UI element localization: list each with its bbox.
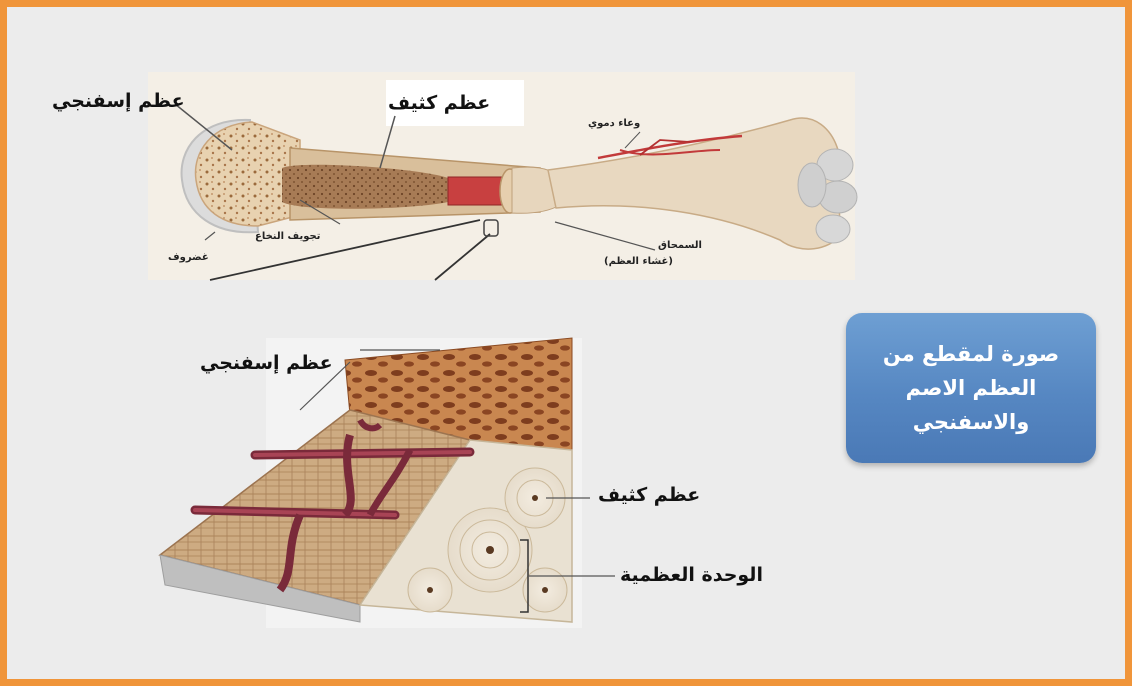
label-spongy-bone: عظم إسفنجي [52,90,185,112]
distal-knob [798,163,826,207]
label-blood-vessel: وعاء دموي [588,118,640,129]
red-marrow-section [448,177,508,205]
label-osteon: الوحدة العظمية [620,564,763,586]
label-compact-bone-section: عظم كثيف [598,484,700,506]
caption-callout: صورة لمقطع من العظم الاصم والاسفنجي [846,313,1096,463]
label-compact-bone: عظم كثيف [388,92,490,114]
caption-text: صورة لمقطع من العظم الاصم والاسفنجي [861,337,1081,439]
label-periosteum: السمحاق [658,240,702,251]
label-spongy-bone-section: عظم إسفنجي [200,352,333,374]
distal-knob [816,215,850,243]
label-periosteum-note: (غشاء العظم) [604,256,673,267]
label-cartilage: غضروف [168,252,209,263]
label-marrow-cavity: تجويف النخاع [255,231,320,242]
